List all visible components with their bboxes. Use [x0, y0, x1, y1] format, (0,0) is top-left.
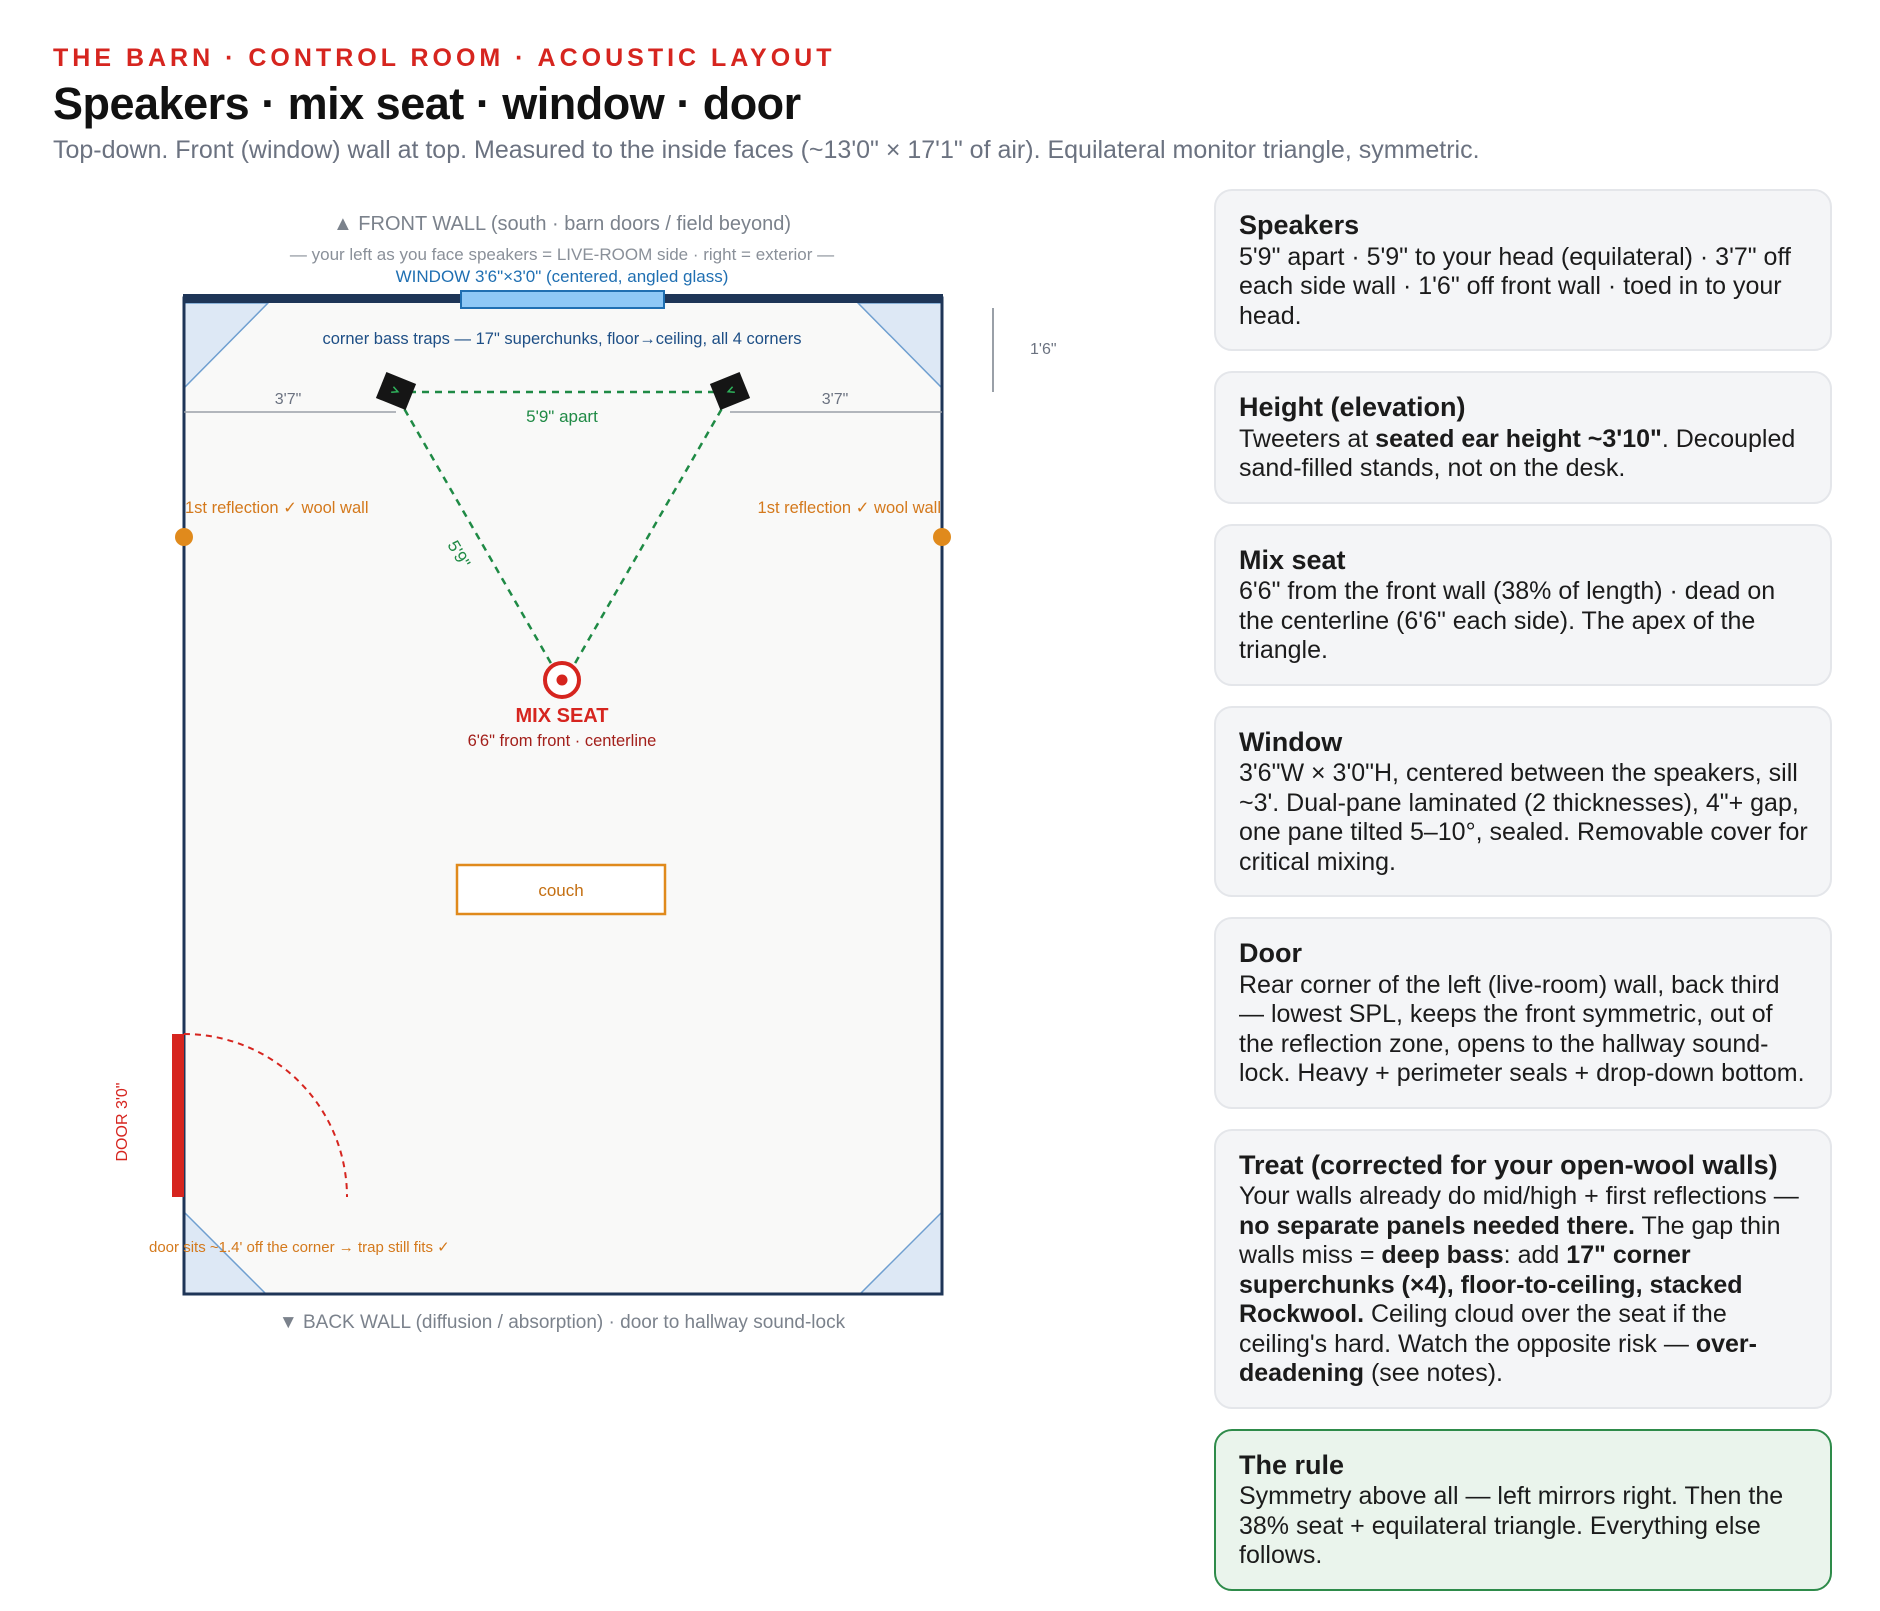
side-offset-left-label: 3'7": [275, 391, 302, 408]
mix-seat-marker: [543, 661, 581, 699]
room-floor: [184, 298, 942, 1294]
couch: [455, 863, 667, 916]
speaker-left: [375, 372, 417, 410]
card-title: Mix seat: [1239, 544, 1346, 575]
front-offset-label: 1'6": [1030, 341, 1057, 358]
reflection-right-label: 1st reflection ✓ wool wall: [758, 499, 941, 517]
front-wall-label: ▲ FRONT WALL (south · barn doors / field…: [333, 213, 791, 235]
door-label: DOOR 3'0": [114, 1083, 131, 1162]
triangle-left-edge: [396, 397, 558, 673]
door: [172, 1034, 184, 1197]
card-speakers: Speakers 5'9" apart · 5'9" to your head …: [1214, 189, 1832, 351]
mix-seat-sublabel: 6'6" from front · centerline: [468, 732, 657, 750]
window-label: WINDOW 3'6"×3'0" (centered, angled glass…: [396, 267, 729, 286]
card-the-rule: The rule Symmetry above all — left mirro…: [1214, 1428, 1832, 1591]
triangle-right-edge: [568, 397, 730, 673]
card-treat: Treat (corrected for your open-wool wall…: [1214, 1128, 1832, 1409]
orientation-note: — your left as you face speakers = LIVE-…: [290, 245, 834, 264]
card-title: Treat (corrected for your open-wool wall…: [1239, 1149, 1778, 1180]
page-eyebrow: THE BARN · CONTROL ROOM · ACOUSTIC LAYOU…: [53, 44, 836, 72]
card-title: Door: [1239, 938, 1302, 968]
page-title: Speakers · mix seat · window · door: [53, 78, 801, 129]
reflection-point-left: [175, 528, 193, 546]
card-body: Tweeters at seated ear height ~3'10". De…: [1239, 424, 1796, 483]
side-offset-right-label: 3'7": [822, 391, 849, 408]
card-title: Speakers: [1239, 210, 1360, 240]
card-window: Window 3'6"W × 3'0"H, centered between t…: [1214, 705, 1832, 897]
speaker-spacing-label: 5'9" apart: [526, 407, 598, 426]
card-title: Window: [1239, 726, 1343, 757]
window: [460, 290, 665, 309]
floor-plan-diagram: ▲ FRONT WALL (south · barn doors / field…: [114, 213, 1057, 1333]
notes-panel: Speakers 5'9" apart · 5'9" to your head …: [1214, 189, 1832, 1611]
card-body: Symmetry above all — left mirrors right.…: [1239, 1482, 1784, 1569]
speaker-right: [709, 372, 751, 410]
card-body: 5'9" apart · 5'9" to your head (equilate…: [1239, 242, 1791, 330]
reflection-point-right: [933, 528, 951, 546]
card-body: 6'6" from the front wall (38% of length)…: [1239, 577, 1776, 664]
card-door: Door Rear corner of the left (live-room)…: [1214, 917, 1832, 1109]
couch-label: couch: [538, 881, 583, 900]
card-title: Height (elevation): [1239, 392, 1466, 422]
mix-seat-label: MIX SEAT: [516, 705, 609, 727]
card-body: Rear corner of the left (live-room) wall…: [1239, 970, 1805, 1088]
back-wall-label: ▼ BACK WALL (diffusion / absorption) · d…: [279, 1312, 846, 1333]
card-body: 3'6"W × 3'0"H, centered between the spea…: [1239, 759, 1808, 876]
card-mix-seat: Mix seat 6'6" from the front wall (38% o…: [1214, 523, 1832, 686]
card-height: Height (elevation) Tweeters at seated ea…: [1214, 371, 1832, 504]
bass-traps-label: corner bass traps — 17" superchunks, flo…: [322, 330, 801, 348]
card-title: The rule: [1239, 1449, 1345, 1480]
reflection-left-label: 1st reflection ✓ wool wall: [185, 499, 368, 517]
door-swing-arc: [183, 1033, 348, 1198]
page-subtitle: Top-down. Front (window) wall at top. Me…: [53, 136, 1480, 164]
card-body: Your walls already do mid/high + first r…: [1239, 1182, 1799, 1387]
door-note: door sits ~1.4' off the corner → trap st…: [149, 1239, 450, 1256]
